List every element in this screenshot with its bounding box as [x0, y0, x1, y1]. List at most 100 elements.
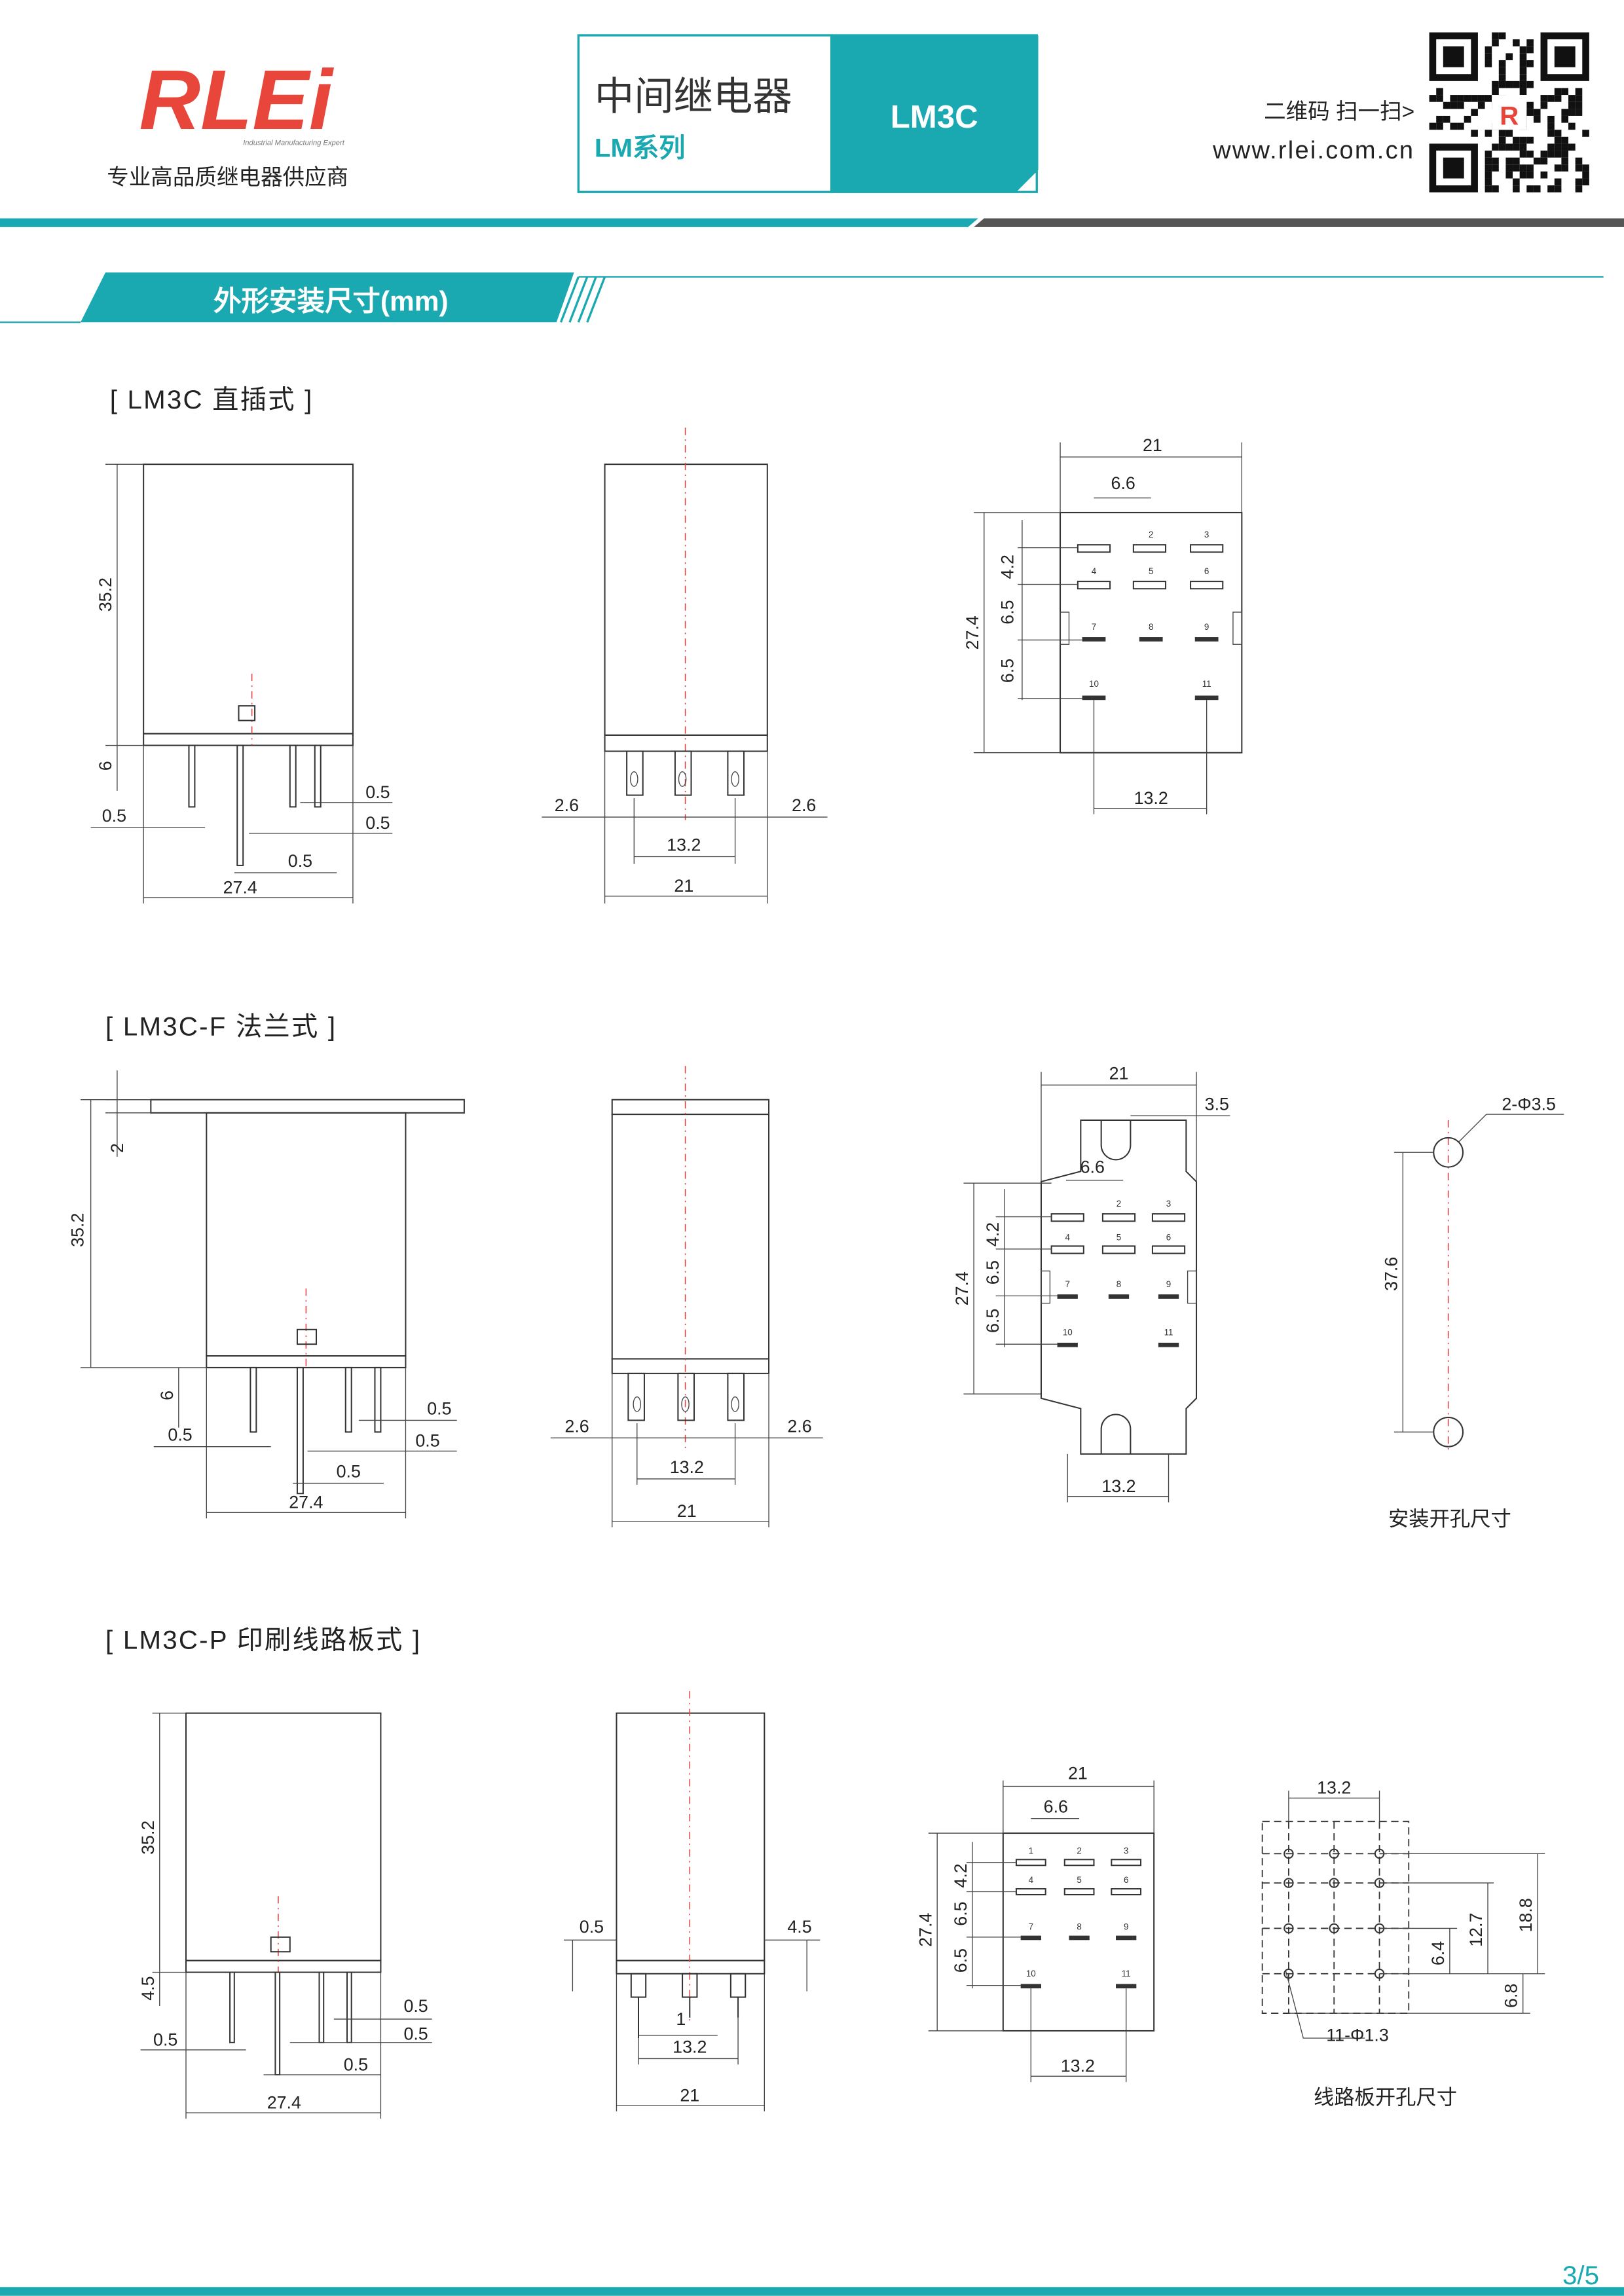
dim-row-pitch-1: 4.2	[951, 1863, 970, 1887]
front-view: 35.2 6 0.5 0.5 0.5 0.5 27.4	[90, 464, 393, 904]
dim-height: 35.2	[138, 1821, 158, 1855]
dim-width: 21	[677, 1501, 697, 1521]
section-banner: 外形安装尺寸(mm)	[0, 272, 1604, 323]
svg-text:4: 4	[1092, 566, 1097, 576]
svg-text:2: 2	[1149, 530, 1153, 539]
variant-plugin: [ LM3C 直插式 ] 35.2 6 0.5 0.5 0.5 0.5	[90, 385, 1243, 904]
dim-width: 21	[1109, 1063, 1129, 1083]
svg-text:4: 4	[1029, 1875, 1034, 1885]
product-title-box: 中间继电器 LM系列 LM3C	[577, 34, 1039, 193]
dim-pin-gap: 0.5	[365, 782, 390, 802]
dim-height: 35.2	[67, 1213, 87, 1247]
dim-pin-width: 0.5	[337, 1462, 361, 1482]
dim-pin-length: 6	[157, 1391, 177, 1400]
bottom-view: 21 6.6 1 2 3 4 5 6 7 8 9 10 11	[915, 1763, 1155, 2083]
page-number: 3/5	[1562, 2261, 1599, 2290]
qr-code: R	[1429, 32, 1589, 192]
dim-pin-thickness: 0.5	[153, 2030, 177, 2049]
logo-tagline: Industrial Manufacturing Expert	[243, 139, 345, 147]
svg-text:4: 4	[1065, 1232, 1070, 1242]
bottom-view: 21 3.5 6.6 2 3 4 5 6 7 8 9 10 11	[952, 1063, 1230, 1503]
dim-row-pitch-3: 6.5	[983, 1309, 1003, 1333]
pin-row-2: 4 5 6	[1077, 566, 1224, 590]
variant-flange: [ LM3C-F 法兰式 ] 2 35.2 6 0.5 0.5 0.5	[67, 1011, 1564, 1530]
svg-text:1: 1	[1029, 1846, 1033, 1855]
dim-depth: 27.4	[223, 877, 257, 897]
dim-hole-span-1: 18.8	[1516, 1898, 1536, 1932]
svg-text:11: 11	[1122, 1969, 1131, 1978]
svg-text:11: 11	[1202, 679, 1211, 689]
header-divider	[0, 218, 1624, 227]
dim-row-pitch-2: 6.5	[983, 1260, 1003, 1285]
website: www.rlei.com.cn	[1212, 137, 1414, 164]
bottom-view: 21 6.6 2 3 4 5 6 7 8 9	[963, 435, 1243, 814]
mounting-hole-pattern: 2-Φ3.5 37.6 安装开孔尺寸	[1381, 1094, 1564, 1530]
dim-length: 27.4	[952, 1271, 972, 1305]
pin-row-1: 2 3	[1077, 530, 1224, 553]
dim-hole-spacing-x: 13.2	[1317, 1778, 1351, 1798]
dim-width: 21	[680, 2085, 699, 2105]
svg-text:7: 7	[1029, 1922, 1033, 1932]
svg-text:9: 9	[1124, 1922, 1128, 1932]
svg-text:6: 6	[1124, 1875, 1128, 1885]
section-title: 外形安装尺寸(mm)	[213, 286, 449, 317]
svg-text:11: 11	[1164, 1328, 1173, 1338]
qr-caption: 二维码 扫一扫>	[1264, 99, 1414, 124]
variant-title: [ LM3C-P 印刷线路板式 ]	[105, 1625, 421, 1654]
dim-row-pitch-2: 6.5	[951, 1901, 970, 1925]
svg-text:5: 5	[1077, 1875, 1081, 1885]
variant-title: [ LM3C 直插式 ]	[110, 385, 314, 414]
dim-pin-spacing: 13.2	[1134, 788, 1168, 808]
dim-pin-length: 4.5	[787, 1917, 811, 1937]
svg-text:9: 9	[1204, 622, 1209, 632]
svg-text:3: 3	[1124, 1846, 1128, 1855]
svg-text:7: 7	[1092, 622, 1096, 632]
dim-pin-gap: 0.5	[415, 1431, 439, 1451]
svg-text:3: 3	[1204, 530, 1209, 539]
dim-pcb-holes: 11-Φ1.3	[1326, 2026, 1388, 2045]
dim-pin-spacing: 13.2	[1061, 2056, 1095, 2076]
dim-pin-gap: 0.5	[427, 1398, 451, 1418]
dim-length: 27.4	[915, 1912, 935, 1946]
svg-text:5: 5	[1149, 566, 1153, 576]
svg-text:10: 10	[1026, 1969, 1036, 1978]
svg-text:6: 6	[1166, 1232, 1171, 1242]
svg-text:10: 10	[1063, 1328, 1073, 1338]
dim-row-pitch-1: 4.2	[997, 555, 1017, 579]
side-view: 2.6 2.6 13.2 21	[542, 428, 828, 904]
front-view: 35.2 4.5 0.5 0.5 0.5 0.5 27.4	[138, 1712, 432, 2119]
dim-pin-pitch: 6.6	[1111, 473, 1135, 493]
dim-pin-offset-right: 2.6	[792, 795, 816, 815]
front-view: 2 35.2 6 0.5 0.5 0.5 0.5 27.4	[67, 1070, 465, 1519]
dim-pin-length: 6	[96, 761, 115, 771]
pin-row-3: 7 8 9	[1082, 622, 1219, 642]
svg-text:8: 8	[1116, 1279, 1121, 1289]
dim-hole-offset: 6.8	[1502, 1984, 1521, 2008]
dim-hole-span-2: 12.7	[1466, 1913, 1486, 1947]
caption: 安装开孔尺寸	[1388, 1507, 1511, 1530]
dim-pin-spacing: 13.2	[673, 2037, 707, 2057]
product-series: LM系列	[595, 134, 686, 163]
company-slogan: 专业高品质继电器供应商	[107, 165, 348, 190]
svg-text:8: 8	[1077, 1922, 1081, 1932]
logo-text: RLEi	[139, 53, 334, 147]
dim-pin-offset-right: 2.6	[787, 1416, 811, 1436]
dim-pin-width: 0.5	[344, 2054, 368, 2074]
dim-pin-gap: 0.5	[365, 813, 390, 833]
side-view: 2.6 2.6 13.2 21	[550, 1066, 823, 1527]
dim-pin-offset-left: 2.6	[564, 1416, 589, 1436]
svg-text:2: 2	[1116, 1199, 1121, 1209]
dim-row-pitch-3: 6.5	[951, 1948, 970, 1973]
pcb-hole-pattern: 13.2 18.8 12.7 6.4 6.8 11-Φ1.3 线路板开孔尺寸	[1261, 1778, 1545, 2109]
qr-logo-mark: R	[1500, 101, 1519, 131]
svg-text:9: 9	[1166, 1279, 1171, 1289]
dim-depth: 27.4	[289, 1493, 323, 1512]
dim-pin-width: 0.5	[288, 851, 312, 871]
dim-pin-spacing: 13.2	[667, 835, 701, 855]
svg-text:2: 2	[1077, 1846, 1081, 1855]
dim-pin-spacing: 13.2	[1101, 1476, 1135, 1496]
dim-pin-pitch: 6.6	[1080, 1157, 1105, 1177]
dim-row-pitch-1: 4.2	[983, 1222, 1003, 1247]
dim-row-pitch-2: 6.5	[997, 600, 1017, 624]
